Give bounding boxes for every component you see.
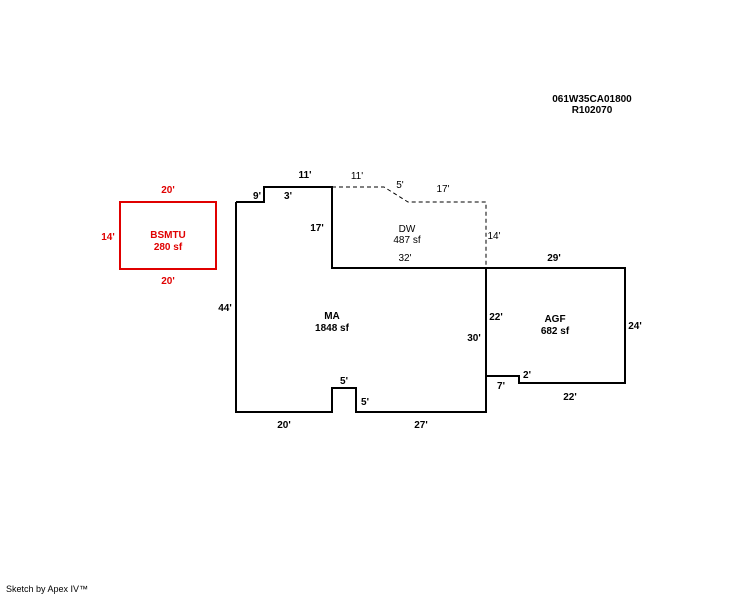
parcel-id: 061W35CA01800 — [552, 94, 632, 105]
dim-ma-step-3: 3' — [284, 191, 292, 202]
ma-size: 1848 sf — [315, 323, 350, 334]
dim-ma-top-9: 9' — [253, 191, 261, 202]
dim-ma-top-11: 11' — [299, 170, 312, 181]
dim-dw-left-17: 17' — [310, 223, 324, 234]
dim-agf-right-24: 24' — [628, 321, 642, 332]
dim-agf-notch-7: 7' — [497, 381, 505, 392]
agf-size: 682 sf — [541, 326, 570, 337]
dim-ma-bottom-20: 20' — [277, 420, 291, 431]
dim-ma-bottom-27: 27' — [414, 420, 428, 431]
dw-name: DW — [399, 224, 416, 235]
dim-agf-bottom-22: 22' — [563, 392, 577, 403]
bsmtu-dim-top: 20' — [161, 185, 175, 196]
agf-outline — [486, 267, 626, 384]
bsmtu-dim-left: 14' — [101, 232, 115, 243]
dim-notch-top-5: 5' — [340, 376, 348, 387]
dim-dw-diag-5: 5' — [396, 180, 404, 191]
ma-outline — [235, 186, 487, 413]
dw-dashed-outline — [332, 186, 487, 268]
dw-size: 487 sf — [393, 235, 420, 246]
dim-dw-top-17: 17' — [436, 184, 449, 195]
ma-name: MA — [324, 311, 340, 322]
dim-agf-left-22: 22' — [489, 312, 503, 323]
dim-agf-notch-2: 2' — [523, 370, 531, 381]
dim-notch-side-5: 5' — [361, 397, 369, 408]
dim-dw-right-14: 14' — [487, 231, 500, 242]
parcel-header: 061W35CA01800 R102070 — [532, 94, 652, 116]
bsmtu-outline — [119, 201, 217, 270]
dim-agf-top-29: 29' — [547, 253, 561, 264]
account-number: R102070 — [571, 105, 613, 116]
dim-ma-right-30: 30' — [467, 333, 481, 344]
dim-dw-bottom-32: 32' — [398, 253, 411, 264]
agf-name: AGF — [544, 314, 565, 325]
bsmtu-dim-bottom: 20' — [161, 276, 175, 287]
dim-ma-left-44: 44' — [218, 303, 232, 314]
bsmtu-size: 280 sf — [154, 242, 183, 253]
sketch-credit: Sketch by Apex IV™ — [6, 584, 89, 594]
bsmtu-name: BSMTU — [150, 230, 186, 241]
dim-dw-top-11: 11' — [351, 171, 363, 182]
